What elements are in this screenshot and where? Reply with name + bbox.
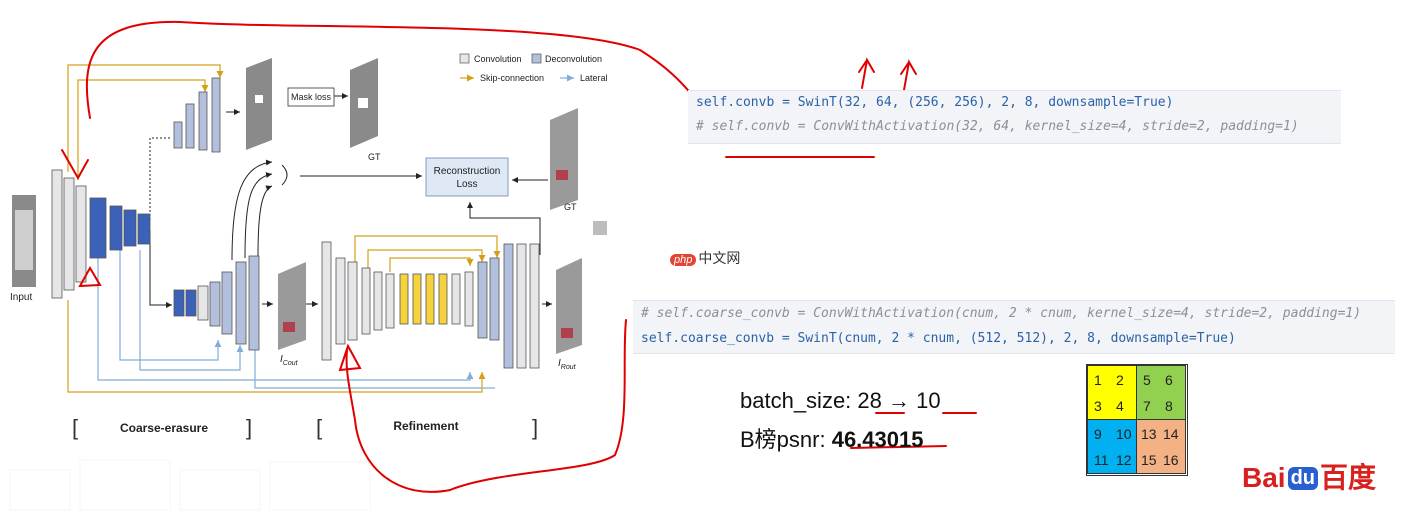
code-line-swint: self.coarse_convb = SwinT(cnum, 2 * cnum… xyxy=(641,331,1236,346)
code-block-bottom: # self.coarse_convb = ConvWithActivation… xyxy=(633,300,1395,354)
irout-label: IRout xyxy=(558,358,577,371)
legend: Convolution Deconvolution Skip-connectio… xyxy=(459,53,608,83)
coarse-output-image xyxy=(278,262,306,350)
coarse-erasure-label: Coarse-erasure xyxy=(120,421,208,435)
svg-text:Lateral: Lateral xyxy=(580,73,608,83)
svg-text:Loss: Loss xyxy=(456,179,477,190)
refined-output-image xyxy=(556,258,582,354)
svg-text:[: [ xyxy=(72,415,78,440)
mask-loss-box xyxy=(287,87,335,107)
reconstruction-loss-box xyxy=(425,157,509,197)
gt-right-label: GT xyxy=(564,202,577,212)
code-line-swint: self.convb = SwinT(32, 64, (256, 256), 2… xyxy=(696,95,1174,110)
grey-square xyxy=(593,221,607,235)
gt-right-image xyxy=(550,108,578,210)
svg-text:Convolution: Convolution xyxy=(474,54,522,64)
background-watermark xyxy=(9,459,371,511)
svg-text:[: [ xyxy=(316,415,322,440)
psnr-note: B榜psnr: 46.43015 xyxy=(740,427,924,452)
svg-text:Reconstruction: Reconstruction xyxy=(434,166,501,177)
svg-text:]: ] xyxy=(246,415,252,440)
svg-text:Mask loss: Mask loss xyxy=(291,92,332,102)
svg-text:Skip-connection: Skip-connection xyxy=(480,73,544,83)
code-block-top: self.convb = SwinT(32, 64, (256, 256), 2… xyxy=(688,90,1341,144)
code-line-comment: # self.convb = ConvWithActivation(32, 64… xyxy=(696,119,1299,134)
code-line-comment: # self.coarse_convb = ConvWithActivation… xyxy=(641,306,1362,321)
mask-output-image xyxy=(246,58,272,150)
gt-top-label: GT xyxy=(368,152,381,162)
svg-text:]: ] xyxy=(532,415,538,440)
refinement-label: Refinement xyxy=(393,419,458,433)
input-label: Input xyxy=(10,292,32,303)
svg-text:Deconvolution: Deconvolution xyxy=(545,54,602,64)
batch-size-note: batch_size: 28 → 10 xyxy=(740,388,941,413)
icout-label: ICout xyxy=(280,354,299,367)
